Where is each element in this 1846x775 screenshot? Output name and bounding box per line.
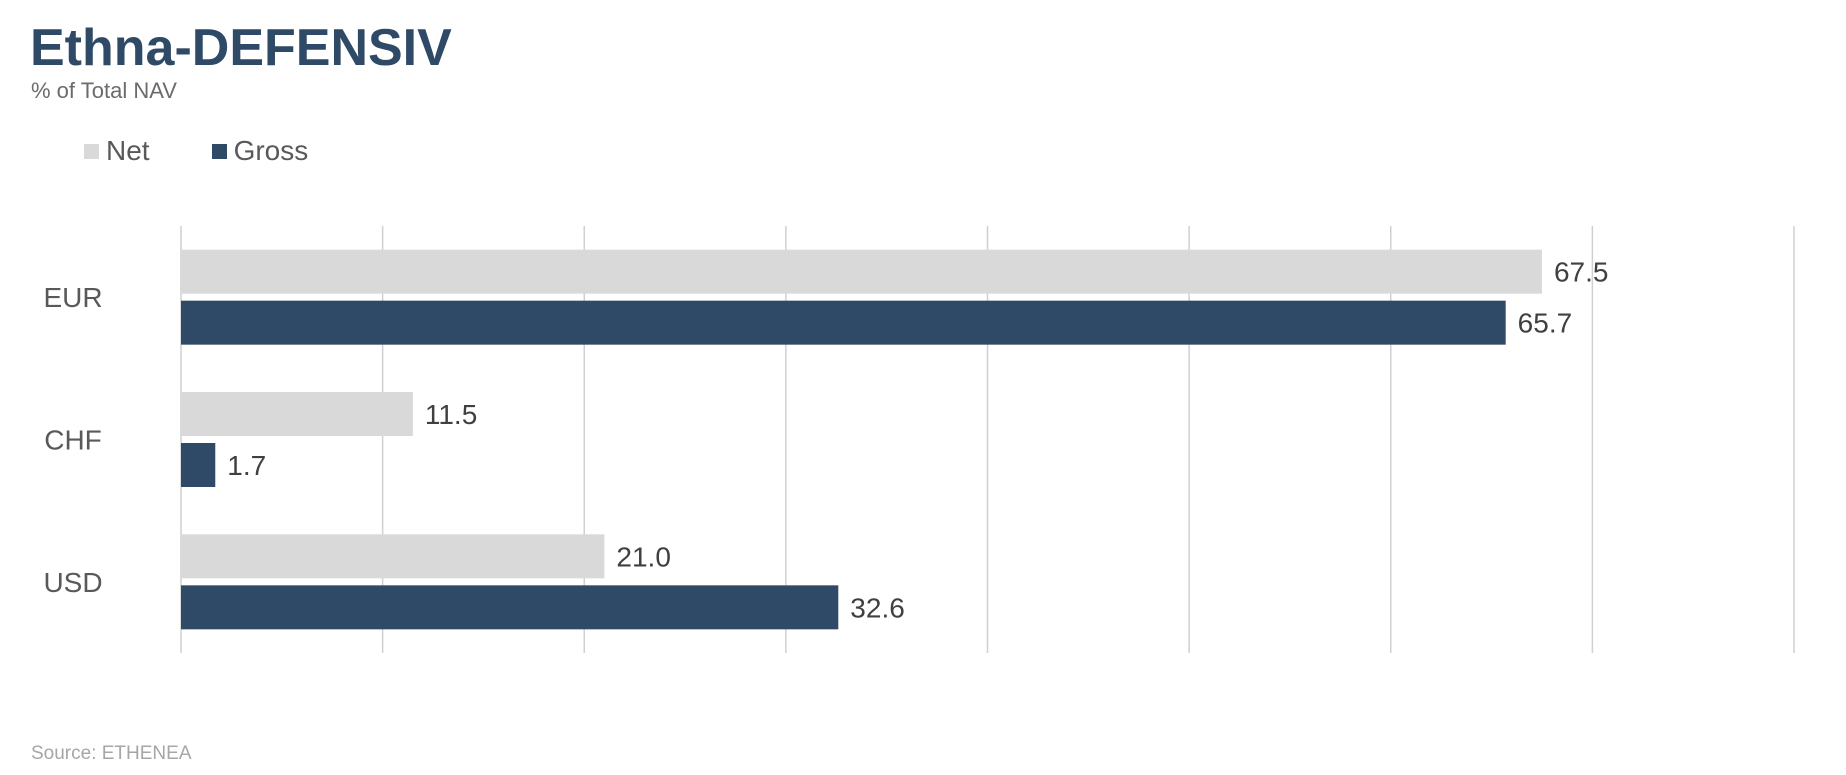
value-label-net-chf: 11.5 xyxy=(425,399,477,430)
legend-swatch-gross xyxy=(211,143,227,159)
value-label-gross-eur: 65.7 xyxy=(1518,308,1573,339)
bar-net-usd xyxy=(181,534,605,579)
bar-gross-eur xyxy=(181,300,1506,345)
value-label-net-eur: 67.5 xyxy=(1554,257,1609,288)
category-label-usd: USD xyxy=(43,567,102,598)
bar-gross-usd xyxy=(181,585,839,630)
value-label-gross-usd: 32.6 xyxy=(850,592,905,623)
chart-title: Ethna-DEFENSIV xyxy=(30,19,452,77)
bar-net-eur xyxy=(181,249,1542,294)
chart-subtitle: % of Total NAV xyxy=(31,78,177,103)
legend-label-net: Net xyxy=(106,135,150,166)
category-label-eur: EUR xyxy=(43,282,102,313)
source-note: Source: ETHENEA xyxy=(31,743,192,764)
legend-item-gross: Gross xyxy=(211,135,309,167)
value-label-net-usd: 21.0 xyxy=(616,541,671,572)
legend-swatch-net xyxy=(84,143,99,159)
legend-item-net: Net xyxy=(84,135,150,167)
legend: Net Gross xyxy=(84,135,370,167)
bar-net-chf xyxy=(181,392,413,436)
value-label-gross-chf: 1.7 xyxy=(227,450,266,481)
category-label-chf: CHF xyxy=(44,425,102,456)
bar-gross-chf xyxy=(181,443,216,487)
legend-label-gross: Gross xyxy=(233,135,309,166)
